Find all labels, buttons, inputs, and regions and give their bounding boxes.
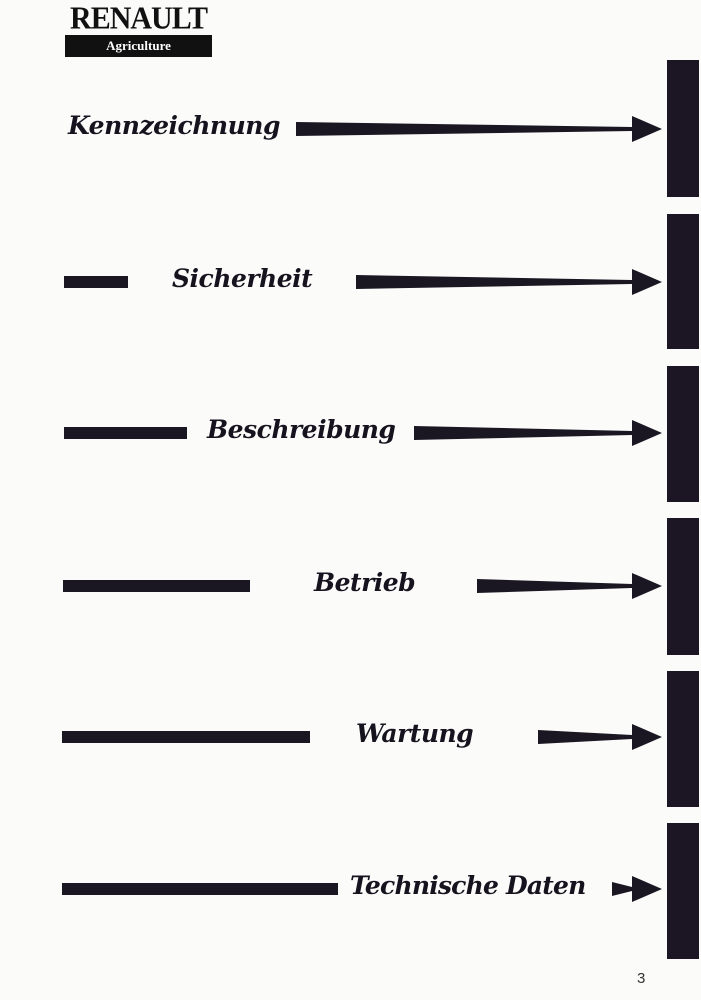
arrow-icon — [538, 724, 662, 750]
arrow-head — [632, 269, 662, 295]
arrow-shaft — [296, 122, 632, 136]
arrow-shaft — [356, 275, 632, 289]
arrow-shaft — [414, 426, 632, 440]
section-label[interactable]: Beschreibung — [207, 415, 396, 444]
section-row-beschreibung[interactable]: Beschreibung — [0, 413, 701, 453]
section-label[interactable]: Wartung — [356, 719, 474, 748]
section-row-betrieb[interactable]: Betrieb — [0, 566, 701, 606]
section-label[interactable]: Sicherheit — [172, 264, 313, 293]
page-number: 3 — [637, 970, 646, 987]
tab-marker-sicherheit[interactable] — [667, 214, 699, 349]
logo-brand: RENAULT — [70, 1, 208, 36]
section-row-kennzeichnung[interactable]: Kennzeichnung — [0, 109, 701, 149]
arrow-head — [632, 420, 662, 446]
logo-subtitle: Agriculture — [65, 35, 212, 57]
arrow-head — [632, 876, 662, 902]
arrow-head — [632, 724, 662, 750]
section-row-sicherheit[interactable]: Sicherheit — [0, 262, 701, 302]
arrow-icon — [612, 876, 662, 902]
arrow-head — [632, 116, 662, 142]
renault-agriculture-logo: RENAULT Agriculture — [65, 1, 212, 57]
arrow-shaft — [538, 730, 632, 744]
tab-marker-beschreibung[interactable] — [667, 366, 699, 502]
arrow-shaft — [612, 882, 632, 896]
lead-bar — [64, 276, 128, 288]
tab-marker-betrieb[interactable] — [667, 518, 699, 655]
tab-marker-technische-daten[interactable] — [667, 823, 699, 959]
tab-marker-wartung[interactable] — [667, 671, 699, 807]
arrow-shaft — [477, 579, 632, 593]
lead-bar — [64, 427, 187, 439]
arrow-icon — [296, 116, 662, 142]
tab-marker-kennzeichnung[interactable] — [667, 60, 699, 197]
lead-bar — [63, 580, 250, 592]
section-row-technische-daten[interactable]: Technische Daten — [0, 869, 701, 909]
section-label[interactable]: Kennzeichnung — [68, 111, 280, 140]
arrow-head — [632, 573, 662, 599]
section-label[interactable]: Betrieb — [314, 568, 416, 597]
arrow-icon — [356, 269, 662, 295]
lead-bar — [62, 731, 310, 743]
section-label[interactable]: Technische Daten — [350, 871, 586, 900]
lead-bar — [62, 883, 338, 895]
section-row-wartung[interactable]: Wartung — [0, 717, 701, 757]
arrow-icon — [414, 420, 662, 446]
arrow-icon — [477, 573, 662, 599]
